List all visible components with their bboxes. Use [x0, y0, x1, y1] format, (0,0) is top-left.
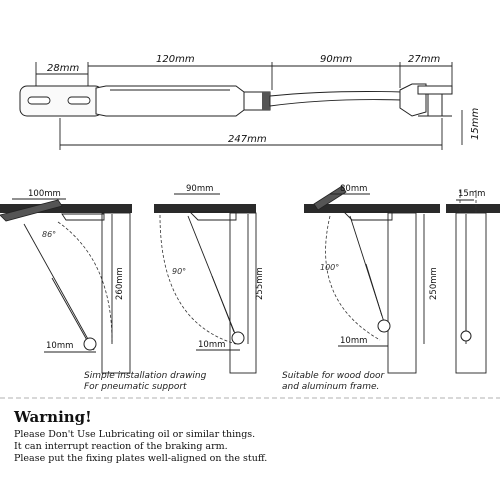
- panel-3-bottom-label: 10mm: [340, 336, 367, 346]
- panel-3-width-label: 80mm: [340, 184, 367, 194]
- cabinet-side: [229, 212, 257, 374]
- swing-arc: [325, 215, 381, 341]
- strut-cylinder: [365, 263, 383, 317]
- caption-right-line1: Suitable for wood door: [282, 371, 385, 381]
- warning-line-3: Please put the fixing plates well-aligne…: [14, 453, 267, 464]
- strut-cylinder: [211, 275, 235, 333]
- piston-rod: [269, 91, 403, 107]
- caption-right-line2: and aluminum frame.: [282, 382, 379, 392]
- strut-collar-band: [262, 92, 270, 110]
- top-product-drawing: 28mm 120mm 90mm 27mm 247mm 15mm: [19, 54, 481, 150]
- cabinet-side: [387, 212, 417, 374]
- panel-2-height-label: 255mm: [255, 267, 265, 300]
- swing-arc: [57, 221, 113, 343]
- strut-cylinder: [95, 85, 245, 117]
- install-panel-4: 15mm: [446, 189, 500, 374]
- dim-label-15: 15mm: [470, 108, 481, 140]
- cabinet-top-board: [0, 204, 132, 213]
- panel-1-height-label: 260mm: [115, 267, 125, 300]
- door-panel: [0, 199, 63, 222]
- caption-left-line2: For pneumatic support: [84, 382, 187, 392]
- cabinet-side: [455, 212, 487, 374]
- cabinet-top-board: [304, 204, 440, 213]
- pivot-mount: [377, 319, 391, 333]
- panel-1-angle-label: 86°: [42, 230, 56, 239]
- dim-label-27: 27mm: [408, 54, 440, 65]
- cabinet-side: [101, 212, 131, 374]
- warning-line-2: It can interrupt reaction of the braking…: [14, 441, 228, 452]
- dim-label-247: 247mm: [228, 134, 267, 145]
- bracket-stem: [427, 93, 443, 117]
- caption-left-line1: Simple installation drawing: [84, 371, 207, 381]
- dim-label-120: 120mm: [156, 54, 195, 65]
- dim-label-28: 28mm: [47, 63, 79, 74]
- cabinet-top-board: [154, 204, 256, 213]
- install-panel-1: 100mm 86° 260mm 10mm: [0, 189, 132, 374]
- panel-1-width-label: 100mm: [28, 189, 61, 199]
- plate-slot: [27, 96, 51, 105]
- panel-1-bottom-label: 10mm: [46, 341, 73, 351]
- pivot-mount: [231, 331, 245, 345]
- top-flange: [417, 85, 453, 95]
- dim-label-90: 90mm: [320, 54, 352, 65]
- hinge-bracket: [188, 211, 237, 221]
- door-panel: [313, 185, 347, 211]
- warning-title: Warning!: [13, 408, 92, 426]
- panel-3-height-label: 250mm: [429, 267, 439, 300]
- panel-2-bottom-label: 10mm: [198, 340, 225, 350]
- plate-slot: [67, 96, 91, 105]
- panel-4-width-label: 15mm: [458, 189, 485, 199]
- panel-2-width-label: 90mm: [186, 184, 213, 194]
- pivot-mount: [460, 330, 472, 342]
- hinge-bracket: [61, 213, 105, 221]
- warning-line-1: Please Don't Use Lubricating oil or simi…: [14, 429, 255, 440]
- swing-arc: [159, 214, 237, 345]
- hinge-bracket: [342, 211, 393, 221]
- pivot-mount: [83, 337, 97, 351]
- cabinet-top-board: [446, 204, 500, 213]
- strut-body: [23, 223, 95, 351]
- panel-2-angle-label: 90°: [172, 267, 186, 276]
- install-panel-3: 80mm 100° 250mm 10mm: [304, 184, 440, 374]
- strut-cylinder: [51, 277, 89, 343]
- install-panel-2: 90mm 90° 255mm 10mm: [154, 184, 265, 374]
- panel-3-angle-label: 100°: [320, 263, 339, 272]
